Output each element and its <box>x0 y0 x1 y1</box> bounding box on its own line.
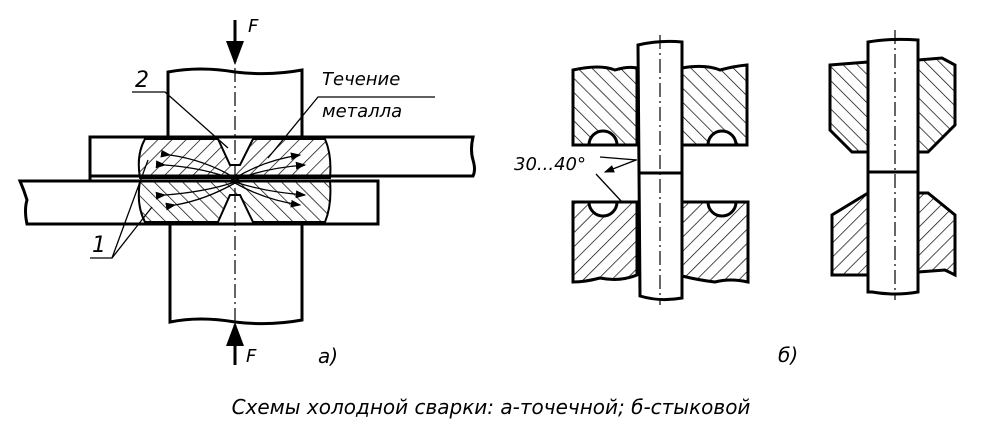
clamp-lower-right <box>680 200 750 284</box>
figure-a-label: а) <box>318 344 338 368</box>
clamp-upper-left <box>571 65 639 147</box>
label-1: 1 <box>92 233 106 258</box>
leader-2 <box>132 91 229 149</box>
figure-a-spot-welding: F F 2 Течение металла 1 а) <box>17 16 476 368</box>
angle-label: 30...40° <box>514 154 586 175</box>
clamp-upper-right-2 <box>916 56 957 154</box>
force-label-bottom: F <box>246 346 257 367</box>
leader-1b <box>111 206 153 259</box>
figure-b-butt-welding: 30...40° б) <box>514 30 957 367</box>
clamp-lower-left <box>571 200 639 284</box>
flow-label-line2: металла <box>322 101 402 122</box>
angle-leader2 <box>595 173 623 203</box>
clamp-upper-left-2 <box>828 60 870 154</box>
lower-electrode <box>168 224 304 326</box>
clamp-upper-right <box>680 63 749 147</box>
groove <box>706 129 738 147</box>
caption: Схемы холодной сварки: а-точечной; б-сты… <box>232 395 751 419</box>
clamp-lower-left-2 <box>830 190 870 277</box>
angle-leader <box>599 156 638 161</box>
figure-b-label: б) <box>778 343 798 367</box>
leader-flow <box>267 96 435 159</box>
rod-right <box>866 37 920 296</box>
groove <box>706 200 738 218</box>
label-2: 2 <box>135 68 149 93</box>
rod-left <box>636 39 684 302</box>
force-label-top: F <box>248 16 259 37</box>
clamp-lower-right-2 <box>916 191 957 278</box>
groove <box>587 200 619 218</box>
angle-arrow <box>603 159 637 173</box>
groove <box>587 129 619 147</box>
flow-label-line1: Течение <box>322 69 400 90</box>
